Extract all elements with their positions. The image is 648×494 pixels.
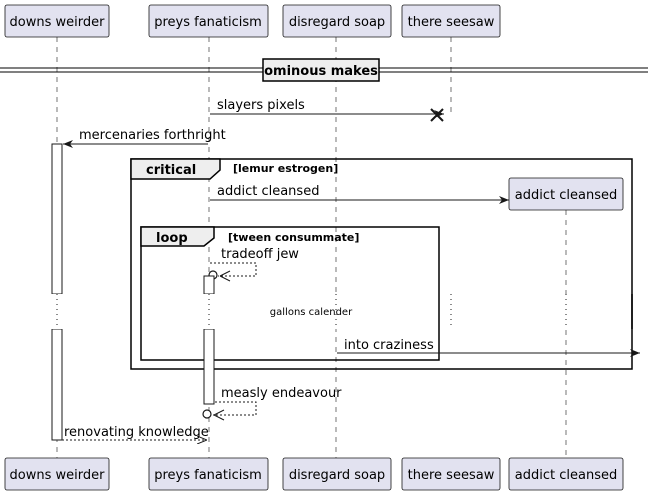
svg-text:there seesaw: there seesaw [408,468,495,483]
message-slayers-pixels: slayers pixels [210,98,444,118]
svg-text:critical: critical [146,163,196,178]
svg-text:into craziness: into craziness [344,338,434,353]
svg-text:preys fanaticism: preys fanaticism [154,468,262,483]
svg-text:tradeoff jew: tradeoff jew [221,247,299,262]
svg-text:there seesaw: there seesaw [408,15,495,30]
destroy-icon [430,108,444,122]
delay-section: gallons calender [40,294,633,329]
message-addict-cleansed: addict cleansed [210,184,509,204]
activation-downs-weirder [51,143,63,295]
divider-label: ominous makes [264,64,378,79]
svg-text:disregard soap: disregard soap [289,15,385,30]
activation-preys-fanaticism [203,275,215,295]
svg-text:loop: loop [156,231,188,246]
participant-addict-cleansed-bottom: addict cleansed [508,457,624,491]
participant-preys-fanaticism-bottom: preys fanaticism [148,457,269,491]
svg-text:[tween consummate]: [tween consummate] [228,231,359,244]
participant-there-seesaw-top: there seesaw [401,4,501,38]
message-mercenaries-forthright: mercenaries forthright [63,128,226,148]
fragment-critical: critical [lemur estrogen] [130,158,633,370]
activation-downs-weirder-cont [51,328,63,441]
message-measly-endeavour: measly endeavour [202,386,342,421]
participant-preys-fanaticism-top: preys fanaticism [148,4,269,38]
svg-text:measly endeavour: measly endeavour [221,386,342,401]
svg-text:slayers pixels: slayers pixels [217,98,305,113]
svg-text:addict cleansed: addict cleansed [515,188,617,203]
message-tradeoff-jew: tradeoff jew [208,247,299,282]
message-into-craziness: into craziness [337,338,640,357]
participant-downs-weirder-top: downs weirder [4,4,110,38]
svg-text:[lemur estrogen]: [lemur estrogen] [233,162,338,175]
activation-preys-fanaticism-cont [203,328,215,405]
fragment-loop: loop [tween consummate] [140,226,440,361]
svg-text:addict cleansed: addict cleansed [515,468,617,483]
participant-disregard-soap-top: disregard soap [282,4,392,38]
svg-text:disregard soap: disregard soap [289,468,385,483]
participant-downs-weirder-bottom: downs weirder [4,457,110,491]
participant-addict-cleansed-created: addict cleansed [508,177,624,211]
svg-text:downs weirder: downs weirder [10,468,106,483]
divider: ominous makes [0,58,648,82]
svg-text:addict cleansed: addict cleansed [217,184,319,199]
svg-text:downs weirder: downs weirder [10,15,106,30]
delay-label: gallons calender [270,307,353,318]
svg-text:mercenaries forthright: mercenaries forthright [79,128,226,143]
participant-disregard-soap-bottom: disregard soap [282,457,392,491]
message-renovating-knowledge: renovating knowledge [62,425,209,440]
svg-text:renovating knowledge: renovating knowledge [64,425,209,440]
svg-text:preys fanaticism: preys fanaticism [154,15,262,30]
participant-there-seesaw-bottom: there seesaw [401,457,501,491]
